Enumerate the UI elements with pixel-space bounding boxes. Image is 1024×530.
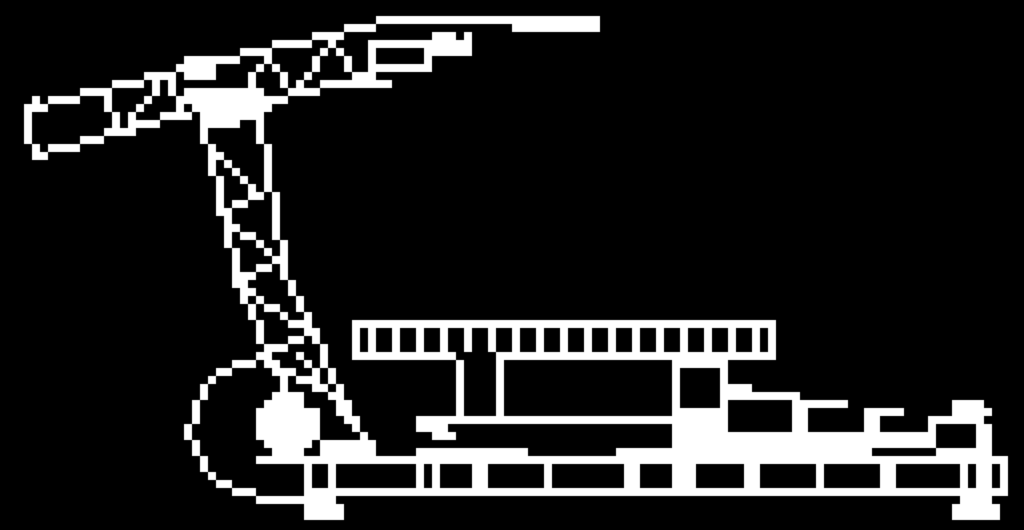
crane-pixel-drawing-canvas [0, 0, 1024, 530]
screen [0, 0, 1024, 530]
